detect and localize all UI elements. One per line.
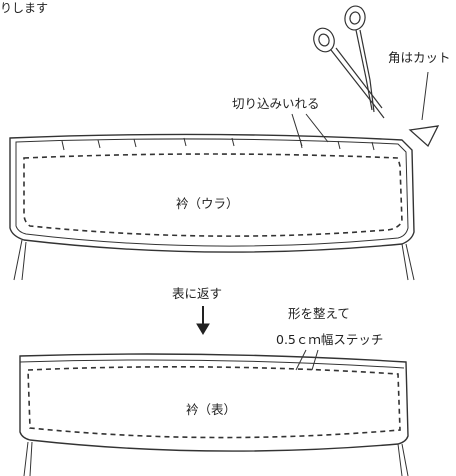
corner-cut-label: 角はカット: [388, 50, 451, 65]
notch-label: 切り込みいれる: [232, 96, 320, 111]
notch-pointer-2: [305, 113, 329, 143]
stitch-pointer-2: [311, 349, 319, 371]
top-fragment-text: りします: [0, 1, 48, 15]
turn-out-label: 表に返す: [172, 286, 222, 301]
cut-corner-triangle: [408, 125, 440, 148]
collar-back-shape: [9, 133, 415, 281]
collar-back-label: 衿（ウラ）: [176, 196, 239, 211]
scissors-icon: [313, 5, 385, 119]
down-arrow-icon: [196, 306, 210, 335]
stitch-label: 0.5ｃｍ幅ステッチ: [276, 332, 383, 347]
shape-label: 形を整えて: [288, 306, 350, 321]
collar-front-label: 衿（表）: [186, 402, 236, 417]
collar-front-shape: [19, 353, 409, 476]
corner-cut-pointer: [421, 71, 429, 121]
stitch-pointer-1: [295, 349, 307, 371]
